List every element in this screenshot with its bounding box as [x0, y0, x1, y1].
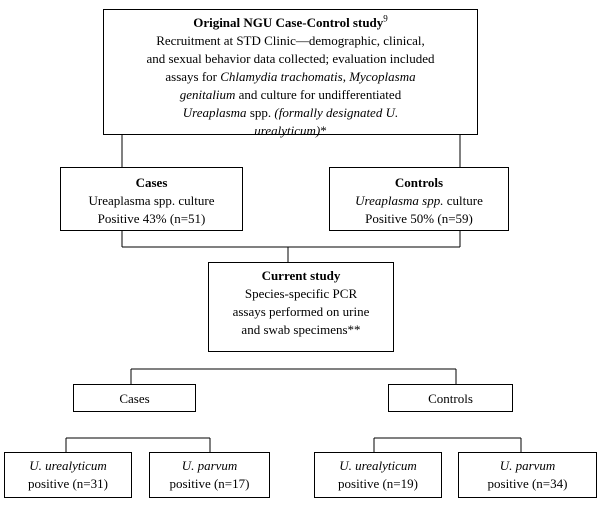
result-count: positive (n=17) — [169, 476, 250, 491]
cases-pcr-box: Cases — [73, 384, 196, 412]
text-footnote-star: * — [320, 123, 327, 138]
text-ureaplasma-spp: Ureaplasma spp. — [355, 193, 444, 208]
controls-culture-box: Controls Ureaplasma spp. culture Positiv… — [329, 167, 509, 231]
current-study-line-2: assays performed on urine — [232, 304, 370, 319]
result-species: U. parvum — [181, 458, 238, 473]
result-count: positive (n=19) — [338, 476, 418, 491]
text-assays-for: assays for — [165, 69, 221, 84]
current-study-line-3: and swab specimens** — [241, 322, 361, 337]
current-study-title: Current study — [261, 268, 341, 283]
original-study-line-2: and sexual behavior data collected; eval… — [146, 51, 435, 66]
result-species: U. urealyticum — [339, 458, 417, 473]
text-urealyticum: urealyticum) — [254, 123, 321, 138]
controls-culture-line-2: Positive 50% (n=59) — [365, 211, 473, 226]
text-culture-for: and culture for undifferentiated — [235, 87, 402, 102]
original-study-box: Original NGU Case-Control study9 Recruit… — [103, 9, 478, 138]
text-spp: spp. — [246, 105, 275, 120]
cases-pcr-label: Cases — [119, 391, 150, 406]
original-study-line-5: Ureaplasma spp. (formally designated U. — [104, 104, 477, 122]
result-species: U. parvum — [499, 458, 556, 473]
result-species: U. urealyticum — [29, 458, 107, 473]
result-box-cases-parvum: U. parvum positive (n=17) — [149, 452, 270, 498]
text-culture: culture — [443, 193, 483, 208]
original-study-line-3: assays for Chlamydia trachomatis, Mycopl… — [104, 68, 477, 86]
original-study-title: Original NGU Case-Control study — [193, 15, 384, 30]
text-mycoplasma: Mycoplasma — [349, 69, 416, 84]
controls-culture-line-1: Ureaplasma spp. culture — [330, 192, 508, 210]
original-study-line-1: Recruitment at STD Clinic—demographic, c… — [156, 33, 425, 48]
cases-culture-title: Cases — [135, 175, 168, 190]
text-ureaplasma: Ureaplasma — [182, 105, 247, 120]
current-study-box: Current study Species-specific PCR assay… — [208, 262, 394, 352]
result-count: positive (n=31) — [28, 476, 108, 491]
original-study-line-4: genitalium and culture for undifferentia… — [104, 86, 477, 104]
result-box-controls-parvum: U. parvum positive (n=34) — [458, 452, 597, 498]
controls-pcr-label: Controls — [428, 391, 473, 406]
text-chlamydia: Chlamydia trachomatis — [220, 69, 343, 84]
controls-culture-title: Controls — [394, 175, 444, 190]
result-box-controls-urealyticum: U. urealyticum positive (n=19) — [314, 452, 442, 498]
text-separator: , — [342, 69, 350, 84]
cases-culture-box: Cases Ureaplasma spp. culture Positive 4… — [60, 167, 243, 231]
original-study-reference: 9 — [383, 13, 388, 24]
text-genitalium: genitalium — [179, 87, 236, 102]
text-formally-designated: (formally designated U. — [274, 105, 399, 120]
cases-culture-line-1: Ureaplasma spp. culture — [88, 193, 215, 208]
result-count: positive (n=34) — [487, 476, 568, 491]
current-study-line-1: Species-specific PCR — [244, 286, 358, 301]
controls-pcr-box: Controls — [388, 384, 513, 412]
cases-culture-line-2: Positive 43% (n=51) — [97, 211, 206, 226]
result-box-cases-urealyticum: U. urealyticum positive (n=31) — [4, 452, 132, 498]
original-study-line-6: urealyticum)* — [104, 122, 477, 140]
